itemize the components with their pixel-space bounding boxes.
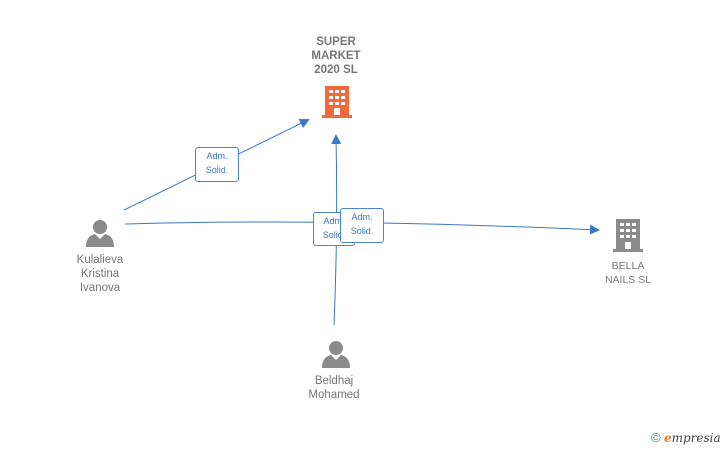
node-label-beldhaj[interactable]: Beldhaj Mohamed <box>294 374 374 402</box>
edge-label-line: Solid. <box>322 230 346 240</box>
edge-label-line: Adm. <box>323 216 345 226</box>
node-label-line: 2020 SL <box>314 64 358 76</box>
node-label-line: Kulalieva <box>76 254 124 266</box>
edge-label-line: Adm. <box>351 212 373 222</box>
node-label-line: NAILS SL <box>604 274 652 286</box>
person-icon <box>322 341 350 368</box>
node-label-line: Beldhaj <box>314 375 354 387</box>
edge-label-role[interactable]: Adm. Solid. <box>340 208 384 243</box>
person-icon <box>86 220 114 247</box>
copyright-icon: © <box>651 430 661 445</box>
node-label-line: MARKET <box>311 50 361 62</box>
edge-label-line: Solid. <box>205 165 229 175</box>
edge-label-line: Adm. <box>206 151 228 161</box>
node-label-kulalieva[interactable]: Kulalieva Kristina Ivanova <box>60 253 140 295</box>
node-label-line: SUPER <box>316 36 356 48</box>
node-label-super-market[interactable]: SUPER MARKET 2020 SL <box>300 35 372 77</box>
node-label-line: BELLA <box>611 260 645 272</box>
brand-logo-text: mpresia <box>671 431 721 445</box>
building-icon <box>613 219 643 252</box>
building-icon <box>322 86 352 118</box>
empresia-credit[interactable]: © empresia <box>651 430 721 445</box>
edge-label-line: Solid. <box>350 226 374 236</box>
node-label-line: Kristina <box>80 268 120 280</box>
node-label-line: Ivanova <box>79 282 121 294</box>
edge-label-role[interactable]: Adm. Solid. <box>195 147 239 182</box>
node-label-line: Mohamed <box>308 389 360 401</box>
node-label-bella-nails[interactable]: BELLA NAILS SL <box>592 259 664 287</box>
brand-logo-e: e <box>663 431 672 445</box>
